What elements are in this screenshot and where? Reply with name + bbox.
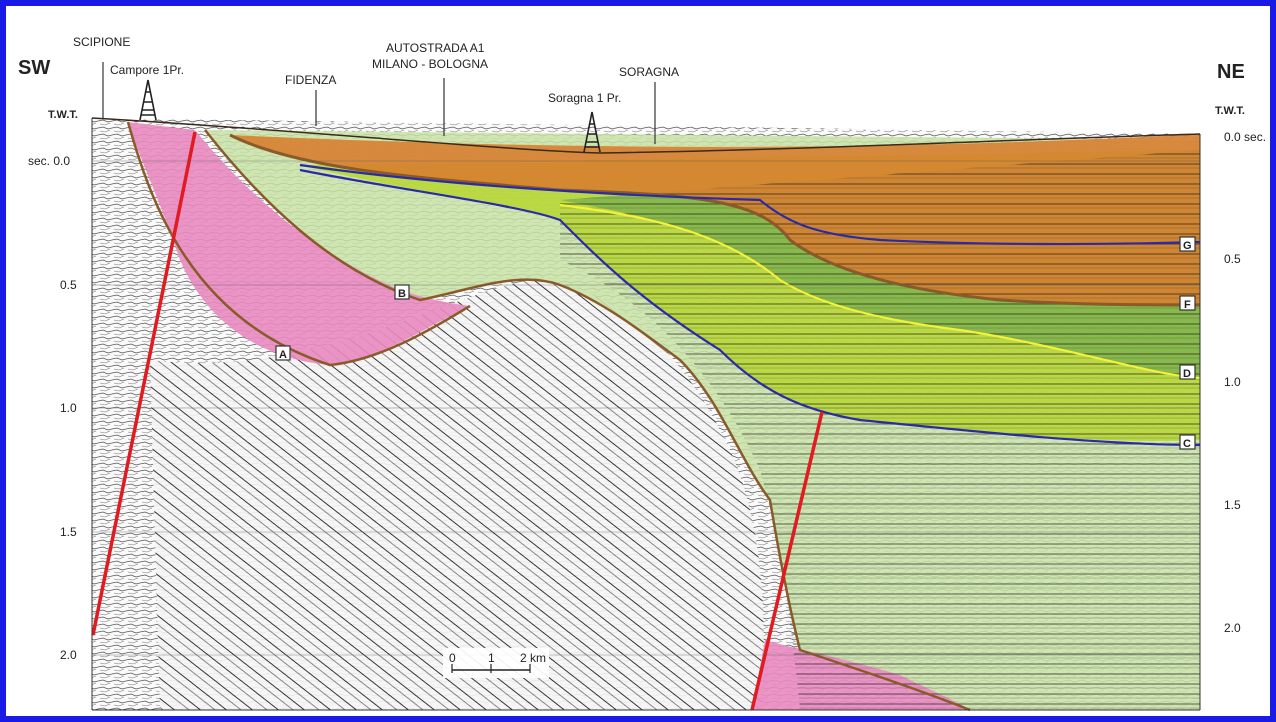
place-autostrada-line2: MILANO - BOLOGNA [372,57,488,71]
right-tick-label: 1.5 [1224,498,1241,512]
right-axis: 0.0 sec. 0.5 1.0 1.5 2.0 [1224,130,1266,635]
svg-text:D: D [1183,368,1191,380]
left-tick-label: 1.0 [60,401,77,415]
direction-ne: NE [1217,61,1245,83]
place-fidenza: FIDENZA [285,73,336,87]
right-tick-label: 0.5 [1224,252,1241,266]
horizon-label-g: G [1180,237,1195,252]
well-campore: Campore 1Pr. [110,63,184,77]
horizon-label-f: F [1180,296,1195,311]
place-soragna: SORAGNA [619,65,679,79]
left-tick-label: sec. 0.0 [28,154,70,168]
scale-bar: 0 1 2 km [443,648,549,678]
svg-text:A: A [279,349,287,361]
derrick-icon [140,80,156,120]
axis-title-left: T.W.T. [48,109,78,121]
left-tick-label: 2.0 [60,648,77,662]
horizon-label-a: A [276,346,290,361]
well-soragna: Soragna 1 Pr. [548,91,621,105]
place-autostrada-line1: AUTOSTRADA A1 [386,41,485,55]
left-axis: sec. 0.0 0.5 1.0 1.5 2.0 [28,154,77,662]
horizon-label-d: D [1180,365,1195,380]
axis-title-right: T.W.T. [1215,105,1245,117]
svg-text:B: B [398,288,406,300]
direction-sw: SW [18,57,50,79]
horizon-label-c: C [1180,435,1195,450]
left-tick-label: 1.5 [60,525,77,539]
right-tick-label: 2.0 [1224,621,1241,635]
horizon-label-b: B [395,285,409,300]
place-scipione: SCIPIONE [73,35,130,49]
scale-label-1: 1 [488,651,495,665]
left-tick-label: 0.5 [60,278,77,292]
right-tick-label: 1.0 [1224,375,1241,389]
right-tick-label: 0.0 sec. [1224,130,1266,144]
svg-text:C: C [1183,438,1191,450]
svg-text:F: F [1184,299,1191,311]
scale-label-2: 2 km [520,651,546,665]
scale-label-0: 0 [449,651,456,665]
svg-text:G: G [1183,240,1192,252]
